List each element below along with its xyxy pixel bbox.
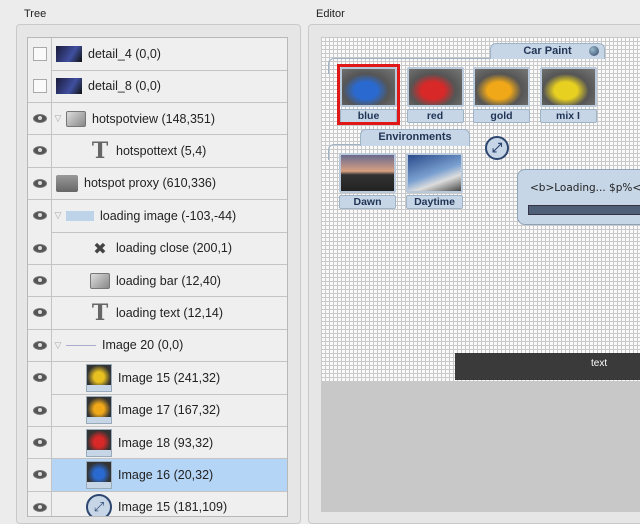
loading-box: <b>Loading... $p%</b	[517, 169, 640, 225]
tree-row[interactable]: detail_4 (0,0)	[28, 38, 287, 71]
tree-row[interactable]: Image 15 (241,32)	[28, 362, 287, 395]
car-paint-button-red[interactable]: red	[406, 67, 464, 123]
car-paint-label: gold	[473, 109, 530, 123]
tree-row[interactable]: ▽ Image 20 (0,0)	[28, 329, 287, 363]
photo-thumb-icon	[56, 78, 82, 95]
tree-row-label: Image 15 (241,32)	[118, 370, 221, 385]
tree-row[interactable]: Image 18 (93,32)	[28, 426, 287, 460]
tree-row-label: hotspotview (148,351)	[92, 111, 215, 126]
tree-row[interactable]: ⤢ Image 15 (181,109)	[28, 491, 287, 516]
car-paint-label: mix I	[539, 109, 597, 123]
box-icon	[66, 110, 86, 127]
visibility-eye-icon[interactable]	[28, 362, 52, 394]
expand-triangle-icon[interactable]: ▽	[54, 113, 62, 124]
car-paint-group-frame	[328, 58, 605, 74]
tree-row[interactable]: detail_8 (0,0)	[28, 70, 287, 103]
environments-tab[interactable]: Environments	[360, 129, 470, 146]
tree-list[interactable]: detail_4 (0,0) detail_8 (0,0) ▽ hotspotview…	[27, 37, 288, 517]
tree-row-label: loading text (12,14)	[116, 305, 224, 320]
tree-row[interactable]: ▽ hotspotview (148,351)	[28, 102, 287, 136]
tree-row-label: Image 20 (0,0)	[102, 338, 184, 353]
environment-thumbnail	[339, 153, 396, 193]
line-icon	[66, 344, 96, 346]
environment-button-dawn[interactable]: Dawn	[339, 153, 396, 209]
globe-icon[interactable]	[589, 46, 599, 56]
car-paint-tab[interactable]: Car Paint	[490, 43, 605, 59]
tree-row-label: loading image (-103,-44)	[100, 208, 237, 223]
visibility-eye-icon[interactable]	[28, 426, 52, 459]
visibility-eye-icon[interactable]	[28, 491, 52, 516]
environment-label: Daytime	[406, 195, 463, 209]
expand-triangle-icon[interactable]: ▽	[54, 210, 62, 221]
tree-row-label: loading bar (12,40)	[116, 273, 221, 288]
tree-row[interactable]: loading bar (12,40)	[28, 264, 287, 298]
visibility-eye-icon[interactable]	[28, 200, 52, 232]
editor-panel-title: Editor	[316, 8, 345, 20]
tree-row[interactable]: hotspot proxy (610,336)	[28, 167, 287, 201]
car-paint-button-mix-i[interactable]: mix I	[539, 67, 597, 123]
car-thumb-icon	[86, 428, 112, 457]
tree-row-label: Image 16 (20,32)	[118, 467, 214, 482]
close-icon: ✖	[93, 238, 107, 258]
hotspot-text-bar[interactable]: text	[455, 353, 640, 380]
car-thumb-icon	[86, 396, 112, 425]
tree-row[interactable]: ▽ loading image (-103,-44)	[28, 200, 287, 233]
environment-thumbnail	[406, 153, 463, 193]
tree-row-label: hotspot proxy (610,336)	[84, 176, 217, 191]
tree-panel-title: Tree	[24, 8, 47, 20]
visibility-eye-icon[interactable]	[28, 135, 52, 167]
selection-outline	[337, 64, 400, 125]
car-paint-label: red	[406, 109, 464, 123]
tree-row[interactable]: Image 17 (167,32)	[28, 394, 287, 427]
car-thumbnail	[340, 67, 397, 107]
tree-row-label: Image 15 (181,109)	[118, 500, 228, 515]
car-paint-title: Car Paint	[523, 45, 572, 57]
fullscreen-icon[interactable]: ⤢	[485, 136, 509, 160]
loading-bar	[528, 205, 640, 215]
tree-row-label: Image 18 (93,32)	[118, 435, 214, 450]
visibility-eye-icon[interactable]	[28, 102, 52, 135]
tree-row-label: loading close (200,1)	[116, 241, 233, 256]
environments-title: Environments	[378, 131, 452, 143]
visibility-checkbox[interactable]	[28, 70, 52, 102]
car-thumbnail	[406, 67, 464, 107]
car-thumbnail	[539, 67, 597, 107]
box-icon	[90, 272, 110, 289]
visibility-eye-icon[interactable]	[28, 459, 52, 491]
expand-triangle-icon[interactable]: ▽	[54, 339, 62, 350]
loading-text: <b>Loading... $p%</b	[530, 182, 640, 194]
fullscreen-icon: ⤢	[86, 494, 112, 516]
tree-row-label: detail_8 (0,0)	[88, 79, 161, 94]
text-icon: T	[91, 299, 109, 326]
tree-row-label: Image 17 (167,32)	[118, 403, 221, 418]
text-icon: T	[91, 137, 109, 164]
visibility-eye-icon[interactable]	[28, 232, 52, 264]
tree-row-label: detail_4 (0,0)	[88, 46, 161, 61]
visibility-eye-icon[interactable]	[28, 264, 52, 297]
bar-icon	[66, 210, 94, 221]
tree-row[interactable]: ✖ loading close (200,1)	[28, 232, 287, 265]
car-thumb-icon	[86, 460, 112, 489]
car-thumb-icon	[86, 363, 112, 392]
tree-row[interactable]: Image 16 (20,32)	[28, 459, 287, 492]
car-paint-button-gold[interactable]: gold	[473, 67, 530, 123]
visibility-checkbox[interactable]	[28, 38, 52, 70]
environment-button-daytime[interactable]: Daytime	[406, 153, 463, 209]
folder-icon	[56, 174, 78, 192]
environment-label: Dawn	[339, 195, 396, 209]
car-thumbnail	[473, 67, 530, 107]
visibility-eye-icon[interactable]	[28, 394, 52, 426]
photo-thumb-icon	[56, 45, 82, 62]
hotspot-text: text	[591, 358, 608, 369]
visibility-eye-icon[interactable]	[28, 297, 52, 329]
tree-row-label: hotspottext (5,4)	[116, 143, 207, 158]
visibility-eye-icon[interactable]	[28, 167, 52, 200]
visibility-eye-icon[interactable]	[28, 329, 52, 362]
